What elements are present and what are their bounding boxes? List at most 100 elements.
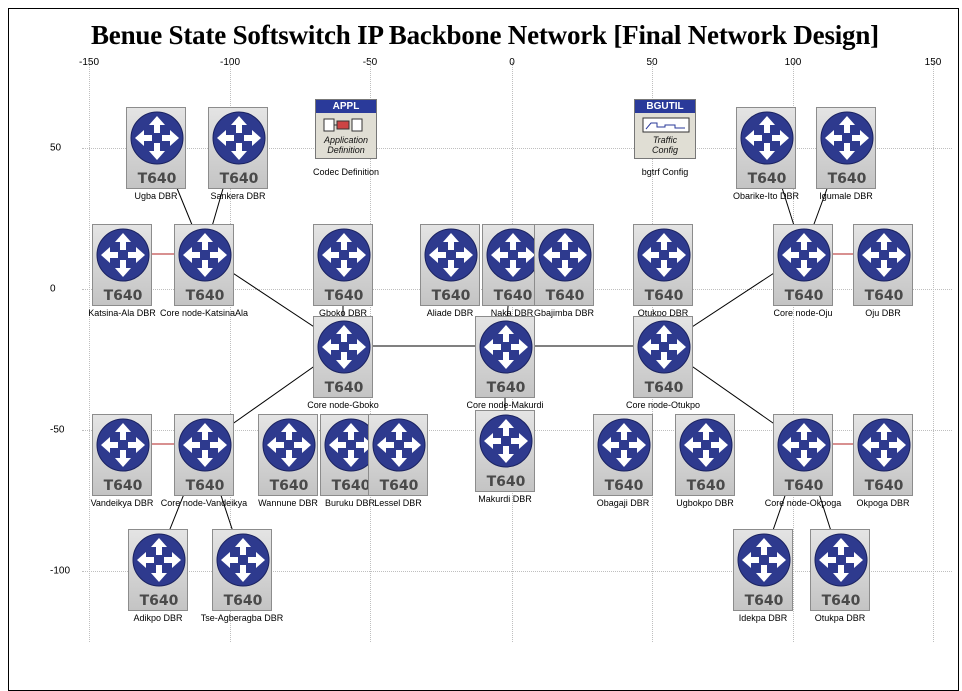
device-model-label: T640	[644, 288, 684, 304]
device-model-label: T640	[223, 593, 263, 609]
router-icon	[317, 228, 371, 282]
grid-line-vertical	[89, 62, 90, 642]
node-core-gboko[interactable]: T640 Core node-Gboko	[307, 316, 379, 410]
node-core-makurdi[interactable]: T640 Core node-Makurdi	[466, 316, 544, 410]
node-label: Core node-KatsinaAla	[159, 308, 249, 318]
node-core-otukpo[interactable]: T640 Core node-Otukpo	[626, 316, 700, 410]
y-tick-label: -50	[50, 424, 65, 436]
router-icon	[262, 418, 316, 472]
node-makurdi[interactable]: T640 Makurdi DBR	[475, 410, 535, 504]
device-box: T640	[126, 107, 186, 189]
router-icon	[820, 111, 874, 165]
device-model-label: T640	[331, 478, 371, 494]
node-core-katsina[interactable]: T640 Core node-KatsinaAla	[160, 224, 248, 318]
device-box: T640	[92, 224, 152, 306]
device-model-label: T640	[219, 171, 259, 187]
router-icon	[178, 228, 232, 282]
node-wannune[interactable]: T640 Wannune DBR	[258, 414, 318, 508]
device-model-label: T640	[324, 288, 364, 304]
node-gbajimba[interactable]: T640 Gbajimba DBR	[534, 224, 594, 318]
node-oju[interactable]: T640 Oju DBR	[853, 224, 913, 318]
y-tick-label: 0	[50, 283, 56, 295]
router-icon	[424, 228, 478, 282]
node-label: Core node-Vandeikya	[160, 498, 248, 508]
node-label: Otukpo DBR	[637, 308, 689, 318]
node-label: Vandeikya DBR	[90, 498, 154, 508]
utility-label: bgtrf Config	[641, 167, 689, 177]
router-icon	[679, 418, 733, 472]
router-icon	[486, 228, 540, 282]
node-katsina-ala[interactable]: T640 Katsina-Ala DBR	[88, 224, 156, 318]
device-model-label: T640	[864, 478, 904, 494]
node-label: Gbajimba DBR	[533, 308, 595, 318]
diagram-title: Benue State Softswitch IP Backbone Netwo…	[91, 20, 879, 50]
device-box: T640	[258, 414, 318, 496]
grid-line-horizontal	[82, 148, 952, 149]
device-box: T640	[736, 107, 796, 189]
device-model-label: T640	[103, 288, 143, 304]
grid-line-vertical	[793, 62, 794, 642]
node-label: Ugba DBR	[134, 191, 178, 201]
node-naka[interactable]: T640 Naka DBR	[482, 224, 542, 318]
node-otukpo-dbr[interactable]: T640 Otukpo DBR	[633, 224, 693, 318]
application-icon	[323, 118, 363, 132]
node-label: Naka DBR	[490, 308, 534, 318]
router-icon	[132, 533, 186, 587]
device-box: T640	[482, 224, 542, 306]
router-icon	[317, 320, 371, 374]
node-obagaji[interactable]: T640 Obagaji DBR	[593, 414, 653, 508]
node-label: Core node-Makurdi	[466, 400, 544, 410]
node-igumale[interactable]: T640 Igumale DBR	[816, 107, 876, 201]
node-vandeikya[interactable]: T640 Vandeikya DBR	[91, 414, 153, 508]
device-box: T640	[633, 224, 693, 306]
router-icon	[597, 418, 651, 472]
device-model-label: T640	[744, 593, 784, 609]
device-box: T640	[128, 529, 188, 611]
grid-line-vertical	[230, 62, 231, 642]
node-tse-agberagba[interactable]: T640 Tse-Agberagba DBR	[201, 529, 283, 623]
router-icon	[777, 418, 831, 472]
device-box: T640	[733, 529, 793, 611]
node-obarike[interactable]: T640 Obarike-Ito DBR	[733, 107, 799, 201]
node-okpoga[interactable]: T640 Okpoga DBR	[853, 414, 913, 508]
device-box: T640	[313, 316, 373, 398]
router-icon	[372, 418, 426, 472]
router-icon	[96, 228, 150, 282]
device-box: T640	[174, 224, 234, 306]
node-adikpo[interactable]: T640 Adikpo DBR	[128, 529, 188, 623]
device-model-label: T640	[185, 288, 225, 304]
device-box: T640	[475, 316, 535, 398]
node-core-okpoga[interactable]: T640 Core node-Okpoga	[765, 414, 841, 508]
node-label: Wannune DBR	[258, 498, 318, 508]
device-box: T640	[420, 224, 480, 306]
device-model-label: T640	[827, 171, 867, 187]
node-ugbokpo[interactable]: T640 Ugbokpo DBR	[675, 414, 735, 508]
router-icon	[130, 111, 184, 165]
router-icon	[637, 320, 691, 374]
node-ugba[interactable]: T640 Ugba DBR	[126, 107, 186, 201]
node-label: Buruku DBR	[324, 498, 376, 508]
node-label: Obagaji DBR	[596, 498, 650, 508]
node-label: Igumale DBR	[819, 191, 873, 201]
node-aliade[interactable]: T640 Aliade DBR	[420, 224, 480, 318]
node-gboko-dbr[interactable]: T640 Gboko DBR	[313, 224, 373, 318]
node-core-oju[interactable]: T640 Core node-Oju	[773, 224, 833, 318]
router-icon	[324, 418, 378, 472]
node-idekpa[interactable]: T640 Idekpa DBR	[733, 529, 793, 623]
device-model-label: T640	[431, 288, 471, 304]
utility-header: APPL	[316, 100, 376, 113]
node-core-vandeikya[interactable]: T640 Core node-Vandeikya	[161, 414, 247, 508]
device-model-label: T640	[545, 288, 585, 304]
grid-line-horizontal	[82, 571, 952, 572]
router-icon	[777, 228, 831, 282]
node-lessel[interactable]: T640 Lessel DBR	[368, 414, 428, 508]
node-otukpa[interactable]: T640 Otukpa DBR	[810, 529, 870, 623]
device-model-label: T640	[821, 593, 861, 609]
device-model-label: T640	[103, 478, 143, 494]
device-model-label: T640	[493, 288, 533, 304]
device-model-label: T640	[686, 478, 726, 494]
node-sankera[interactable]: T640 Sankera DBR	[208, 107, 268, 201]
